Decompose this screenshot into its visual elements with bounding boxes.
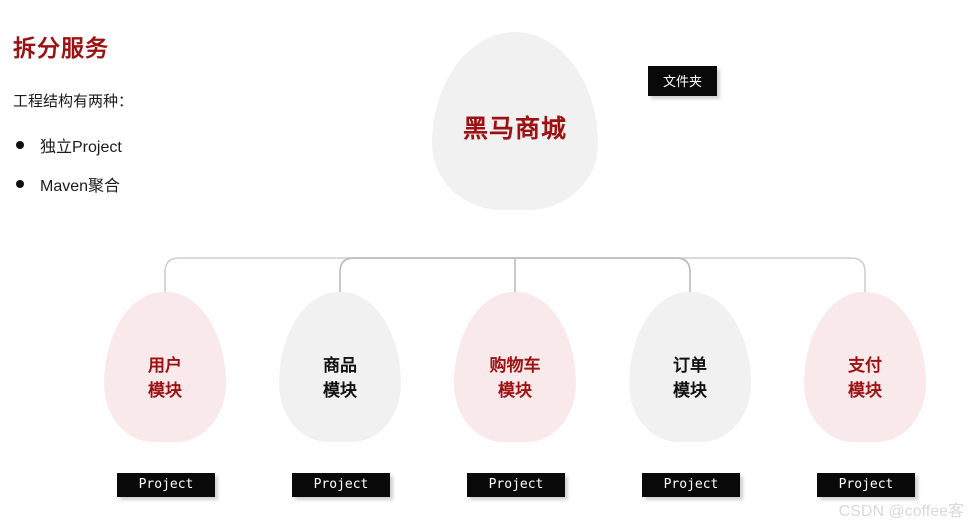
- module-label-line1: 商品: [323, 356, 357, 376]
- module-blob-3: 订单 模块: [629, 292, 751, 442]
- module-label-line2: 模块: [848, 381, 882, 400]
- module-label-line1: 订单: [673, 356, 707, 376]
- folder-tag-badge: 文件夹: [648, 66, 718, 96]
- root-node-label: 黑马商城: [462, 114, 567, 143]
- module-blob-4: 支付 模块: [804, 292, 926, 442]
- bullet-label: 独立Project: [40, 139, 122, 156]
- module-label-line1: 购物车: [489, 356, 541, 376]
- bullet-dot-icon: [16, 180, 24, 188]
- bullet-item-1: Maven聚合: [16, 172, 120, 196]
- module-label-line2: 模块: [673, 381, 707, 400]
- page-title: 拆分服务: [13, 35, 109, 61]
- module-blob-2: 购物车 模块: [454, 292, 576, 442]
- module-label-group: 购物车 模块: [490, 354, 541, 403]
- module-label-line1: 用户: [148, 356, 182, 376]
- csdn-watermark: CSDN @coffee客: [838, 503, 964, 520]
- module-label-line1: 支付: [848, 356, 882, 376]
- root-node-blob: 黑马商城: [432, 32, 598, 210]
- bullet-item-0: 独立Project: [16, 133, 122, 157]
- project-badge-1: Project: [292, 473, 390, 497]
- bullet-dot-icon: [16, 141, 24, 149]
- project-badge-3: Project: [642, 473, 740, 497]
- project-badge-0: Project: [117, 473, 215, 497]
- module-label-group: 用户 模块: [148, 354, 182, 403]
- module-blob-0: 用户 模块: [104, 292, 226, 442]
- module-label-group: 商品 模块: [323, 354, 357, 403]
- bullet-label: Maven聚合: [40, 178, 121, 195]
- module-blob-1: 商品 模块: [279, 292, 401, 442]
- module-label-line2: 模块: [498, 381, 532, 400]
- module-label-group: 订单 模块: [673, 354, 707, 403]
- project-badge-4: Project: [817, 473, 915, 497]
- module-label-line2: 模块: [323, 381, 357, 400]
- module-label-line2: 模块: [148, 381, 182, 400]
- subtitle-text: 工程结构有两种：: [13, 93, 134, 110]
- module-label-group: 支付 模块: [848, 354, 882, 403]
- project-badge-2: Project: [467, 473, 565, 497]
